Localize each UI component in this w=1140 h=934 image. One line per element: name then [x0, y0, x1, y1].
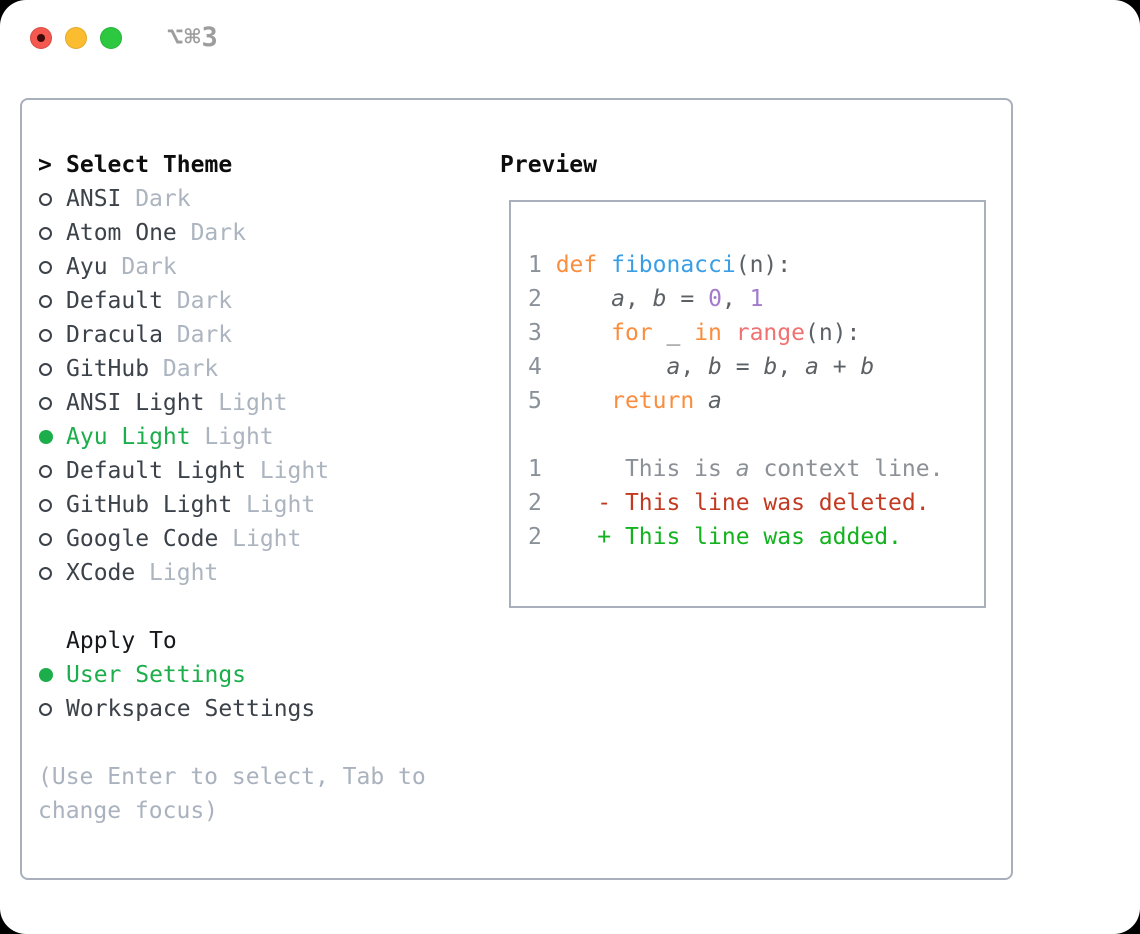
preview-title: Preview [500, 152, 597, 178]
close-button[interactable] [30, 27, 52, 49]
radio-icon[interactable] [39, 192, 52, 206]
theme-variant-tag: Dark [135, 186, 191, 212]
theme-variant-tag: Light [245, 492, 316, 518]
radio-icon[interactable] [39, 328, 52, 342]
window-title: ⌥⌘3 [167, 22, 219, 53]
minimize-button[interactable] [65, 27, 87, 49]
theme-option-default-light[interactable]: Default Light Light [38, 454, 478, 488]
apply-option-label: Workspace Settings [66, 696, 316, 722]
theme-variant-tag: Dark [162, 356, 219, 382]
theme-name: GitHub [66, 356, 150, 382]
radio-icon[interactable] [39, 498, 52, 512]
radio-selected-icon[interactable] [39, 668, 53, 682]
select-theme-header: > Select Theme [38, 148, 478, 182]
theme-variant-tag: Light [204, 424, 274, 450]
theme-variant-tag: Dark [176, 288, 233, 314]
theme-name: XCode [66, 560, 136, 586]
theme-name: GitHub Light [66, 492, 233, 518]
apply-option-user-settings[interactable]: User Settings [38, 658, 478, 692]
theme-option-github[interactable]: GitHub Dark [38, 352, 478, 386]
radio-icon[interactable] [39, 532, 52, 546]
code-preview: 1 def fibonacci(n): 2 a, b = 0, 1 3 for … [528, 252, 944, 550]
theme-name: Ayu Light [66, 424, 191, 450]
theme-name: ANSI Light [66, 390, 205, 416]
theme-name: Atom One [66, 220, 177, 246]
apply-option-label: User Settings [66, 662, 247, 688]
theme-option-github-light[interactable]: GitHub Light Light [38, 488, 478, 522]
radio-icon[interactable] [39, 396, 52, 410]
theme-variant-tag: Light [218, 390, 288, 416]
theme-name: Default Light [66, 458, 247, 484]
theme-option-ansi[interactable]: ANSI Dark [38, 182, 478, 216]
theme-name: ANSI [66, 186, 122, 212]
theme-option-dracula[interactable]: Dracula Dark [38, 318, 478, 352]
theme-option-ayu-light[interactable]: Ayu Light Light [38, 420, 478, 454]
theme-name: Google Code [66, 526, 219, 552]
theme-variant-tag: Dark [176, 322, 233, 348]
theme-option-google-code[interactable]: Google Code Light [38, 522, 478, 556]
select-theme-title: Select Theme [66, 152, 233, 178]
theme-option-default[interactable]: Default Dark [38, 284, 478, 318]
radio-icon[interactable] [39, 260, 52, 274]
theme-variant-tag: Light [149, 560, 219, 586]
theme-option-ansi-light[interactable]: ANSI Light Light [38, 386, 478, 420]
radio-selected-icon[interactable] [39, 430, 53, 444]
apply-to-header: Apply To [38, 624, 478, 658]
theme-option-xcode[interactable]: XCode Light [38, 556, 478, 590]
theme-name: Dracula [66, 322, 163, 348]
zoom-button[interactable] [100, 27, 122, 49]
theme-variant-tag: Light [259, 458, 330, 484]
theme-name: Ayu [66, 254, 108, 280]
theme-option-atom-one[interactable]: Atom One Dark [38, 216, 478, 250]
radio-icon[interactable] [39, 226, 52, 240]
radio-icon[interactable] [39, 464, 52, 478]
radio-icon[interactable] [39, 294, 52, 308]
preview-pane: 1 def fibonacci(n): 2 a, b = 0, 1 3 for … [509, 200, 986, 608]
radio-icon[interactable] [39, 362, 52, 376]
theme-variant-tag: Dark [190, 220, 246, 246]
help-text: (Use Enter to select, Tab to change focu… [38, 764, 426, 824]
spacer [38, 726, 478, 760]
theme-name: Default [66, 288, 163, 314]
radio-icon[interactable] [39, 702, 52, 716]
theme-variant-tag: Dark [121, 254, 177, 280]
theme-option-ayu[interactable]: Ayu Dark [38, 250, 478, 284]
theme-variant-tag: Light [232, 526, 302, 552]
prompt-icon: > [38, 152, 52, 178]
titlebar: ⌥⌘3 [0, 0, 1140, 76]
apply-option-workspace-settings[interactable]: Workspace Settings [38, 692, 478, 726]
apply-to-title: Apply To [66, 628, 177, 654]
radio-icon[interactable] [39, 566, 52, 580]
spacer [38, 590, 478, 624]
